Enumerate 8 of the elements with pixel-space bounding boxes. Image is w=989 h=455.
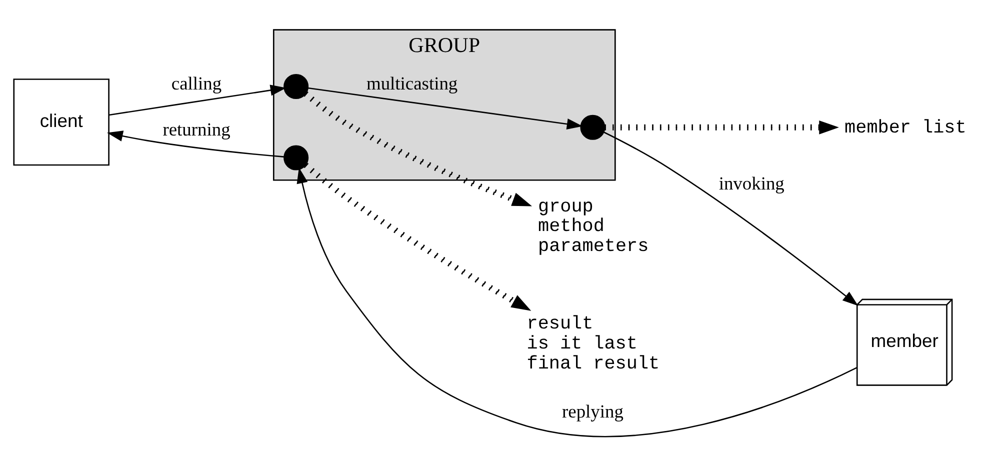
edge-label: multicasting: [366, 72, 458, 93]
edge-label: returning: [162, 119, 230, 140]
edge-label: replying: [562, 401, 624, 422]
edge-label: calling: [171, 72, 222, 93]
node-text: result is it last final result: [526, 313, 660, 374]
edge-label: invoking: [718, 173, 784, 194]
node-text: member list: [844, 116, 966, 138]
node-text: group method parameters: [538, 196, 649, 256]
